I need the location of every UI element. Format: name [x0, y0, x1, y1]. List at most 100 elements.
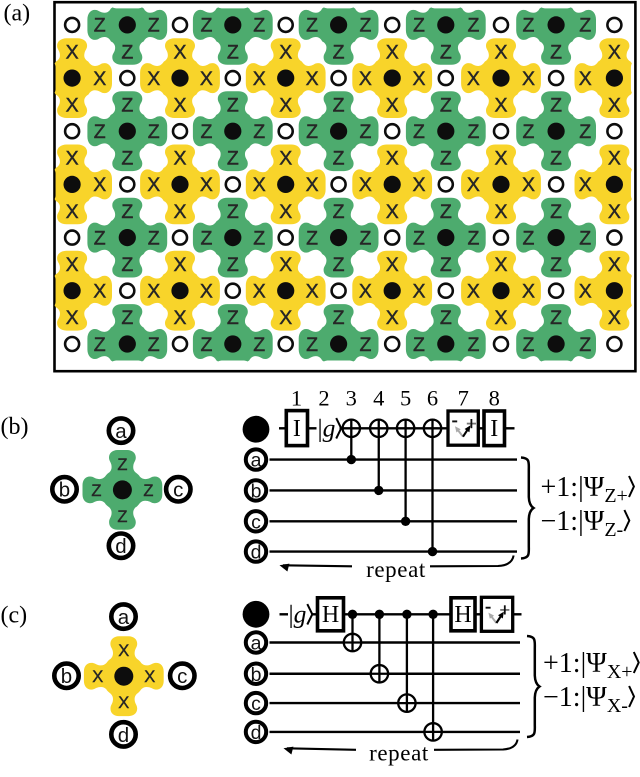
svg-text:X: X — [494, 148, 507, 170]
svg-text:X: X — [412, 68, 425, 90]
svg-text:X: X — [147, 68, 160, 90]
svg-text:Z: Z — [121, 94, 133, 116]
svg-text:X: X — [253, 68, 266, 90]
svg-text:Z: Z — [306, 15, 318, 37]
svg-text:Z: Z — [91, 482, 101, 500]
svg-text:Z: Z — [94, 227, 106, 249]
svg-text:+1:|ΨX+: +1:|ΨX+ — [543, 648, 633, 683]
svg-text:X: X — [66, 148, 79, 170]
svg-text:Z: Z — [440, 94, 452, 116]
svg-text:X: X — [279, 94, 292, 116]
svg-text:X: X — [608, 94, 621, 116]
svg-text:Z: Z — [333, 254, 345, 276]
svg-text:Z: Z — [550, 307, 562, 329]
svg-text:d: d — [251, 722, 262, 744]
svg-text:a: a — [115, 420, 127, 443]
svg-text:X: X — [306, 68, 319, 90]
svg-text:Z: Z — [550, 41, 562, 63]
svg-text:X: X — [66, 94, 79, 116]
svg-text:3: 3 — [346, 386, 357, 411]
svg-text:Z: Z — [148, 121, 160, 143]
svg-text:Z: Z — [253, 15, 265, 37]
svg-text:X: X — [147, 281, 160, 303]
svg-text:X: X — [173, 201, 186, 223]
svg-text:X: X — [386, 94, 399, 116]
svg-text:Z: Z — [359, 15, 371, 37]
svg-text:X: X — [118, 694, 129, 712]
svg-text:(a): (a) — [4, 1, 31, 27]
svg-text:Z: Z — [94, 121, 106, 143]
svg-text:I: I — [490, 416, 498, 442]
svg-text:Z: Z — [306, 227, 318, 249]
svg-text:I: I — [293, 416, 301, 442]
svg-text:Z: Z — [94, 334, 106, 356]
svg-text:|g: |g — [318, 413, 336, 442]
svg-text:6: 6 — [427, 386, 438, 411]
svg-text:X: X — [386, 254, 399, 276]
svg-text:c: c — [251, 511, 261, 533]
svg-text:|g: |g — [289, 599, 307, 628]
svg-text:Z: Z — [143, 482, 153, 500]
svg-text:Z: Z — [253, 227, 265, 249]
svg-text:X: X — [467, 68, 480, 90]
svg-text:X: X — [173, 148, 186, 170]
svg-text:Z: Z — [121, 148, 133, 170]
svg-text:5: 5 — [400, 386, 411, 411]
svg-text:d: d — [118, 724, 129, 747]
svg-text:Z: Z — [227, 201, 239, 223]
svg-text:X: X — [386, 307, 399, 329]
svg-text:X: X — [279, 41, 292, 63]
svg-text:X: X — [467, 281, 480, 303]
svg-text:X: X — [66, 41, 79, 63]
svg-text:Z: Z — [413, 15, 425, 37]
svg-text:Z: Z — [359, 121, 371, 143]
svg-text:X: X — [306, 174, 319, 196]
svg-text:X: X — [93, 68, 106, 90]
svg-text:X: X — [579, 174, 592, 196]
svg-text:X: X — [173, 41, 186, 63]
svg-text:X: X — [494, 94, 507, 116]
svg-text:X: X — [359, 68, 372, 90]
svg-text:X: X — [494, 41, 507, 63]
svg-text:Z: Z — [413, 121, 425, 143]
svg-text:Z: Z — [227, 41, 239, 63]
svg-text:X: X — [118, 642, 129, 660]
svg-text:Z: Z — [413, 334, 425, 356]
svg-text:X: X — [173, 94, 186, 116]
svg-text:Z: Z — [333, 41, 345, 63]
svg-text:Z: Z — [523, 227, 535, 249]
svg-text:X: X — [306, 281, 319, 303]
svg-text:Z: Z — [121, 201, 133, 223]
svg-text:Z: Z — [550, 148, 562, 170]
svg-text:X: X — [608, 254, 621, 276]
svg-text:c: c — [177, 665, 187, 688]
svg-text:X: X — [522, 68, 535, 90]
svg-text:7: 7 — [458, 386, 469, 411]
svg-text:X: X — [279, 148, 292, 170]
svg-text:Z: Z — [227, 307, 239, 329]
svg-text:Z: Z — [148, 15, 160, 37]
svg-text:d: d — [251, 542, 262, 564]
svg-text:a: a — [251, 633, 262, 655]
svg-text:X: X — [608, 148, 621, 170]
svg-text:Z: Z — [523, 121, 535, 143]
svg-text:Z: Z — [148, 334, 160, 356]
svg-text:X: X — [279, 307, 292, 329]
svg-text:(c): (c) — [1, 603, 28, 629]
svg-text:Z: Z — [579, 227, 591, 249]
svg-text:Z: Z — [253, 121, 265, 143]
svg-text:X: X — [494, 307, 507, 329]
svg-text:2: 2 — [318, 386, 329, 411]
svg-text:Z: Z — [359, 334, 371, 356]
svg-text:Z: Z — [413, 227, 425, 249]
svg-text:X: X — [66, 307, 79, 329]
svg-text:Z: Z — [200, 334, 212, 356]
svg-text:X: X — [386, 148, 399, 170]
svg-text:X: X — [93, 281, 106, 303]
svg-text:b: b — [251, 664, 262, 686]
svg-text:Z: Z — [579, 334, 591, 356]
svg-text:Z: Z — [253, 334, 265, 356]
svg-text:d: d — [115, 535, 126, 558]
svg-text:Z: Z — [333, 148, 345, 170]
svg-text:X: X — [173, 307, 186, 329]
